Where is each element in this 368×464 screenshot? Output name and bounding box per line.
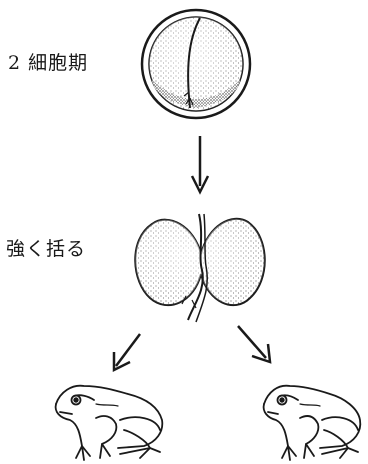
ligated-embryo-icon — [135, 214, 265, 322]
frog-right-icon — [264, 386, 361, 460]
two-cell-embryo-icon — [142, 10, 250, 118]
arrow-down-icon — [192, 136, 208, 192]
arrow-down-right-icon — [238, 326, 270, 362]
arrow-down-left-icon — [114, 334, 140, 370]
frog-left-icon — [56, 386, 163, 460]
